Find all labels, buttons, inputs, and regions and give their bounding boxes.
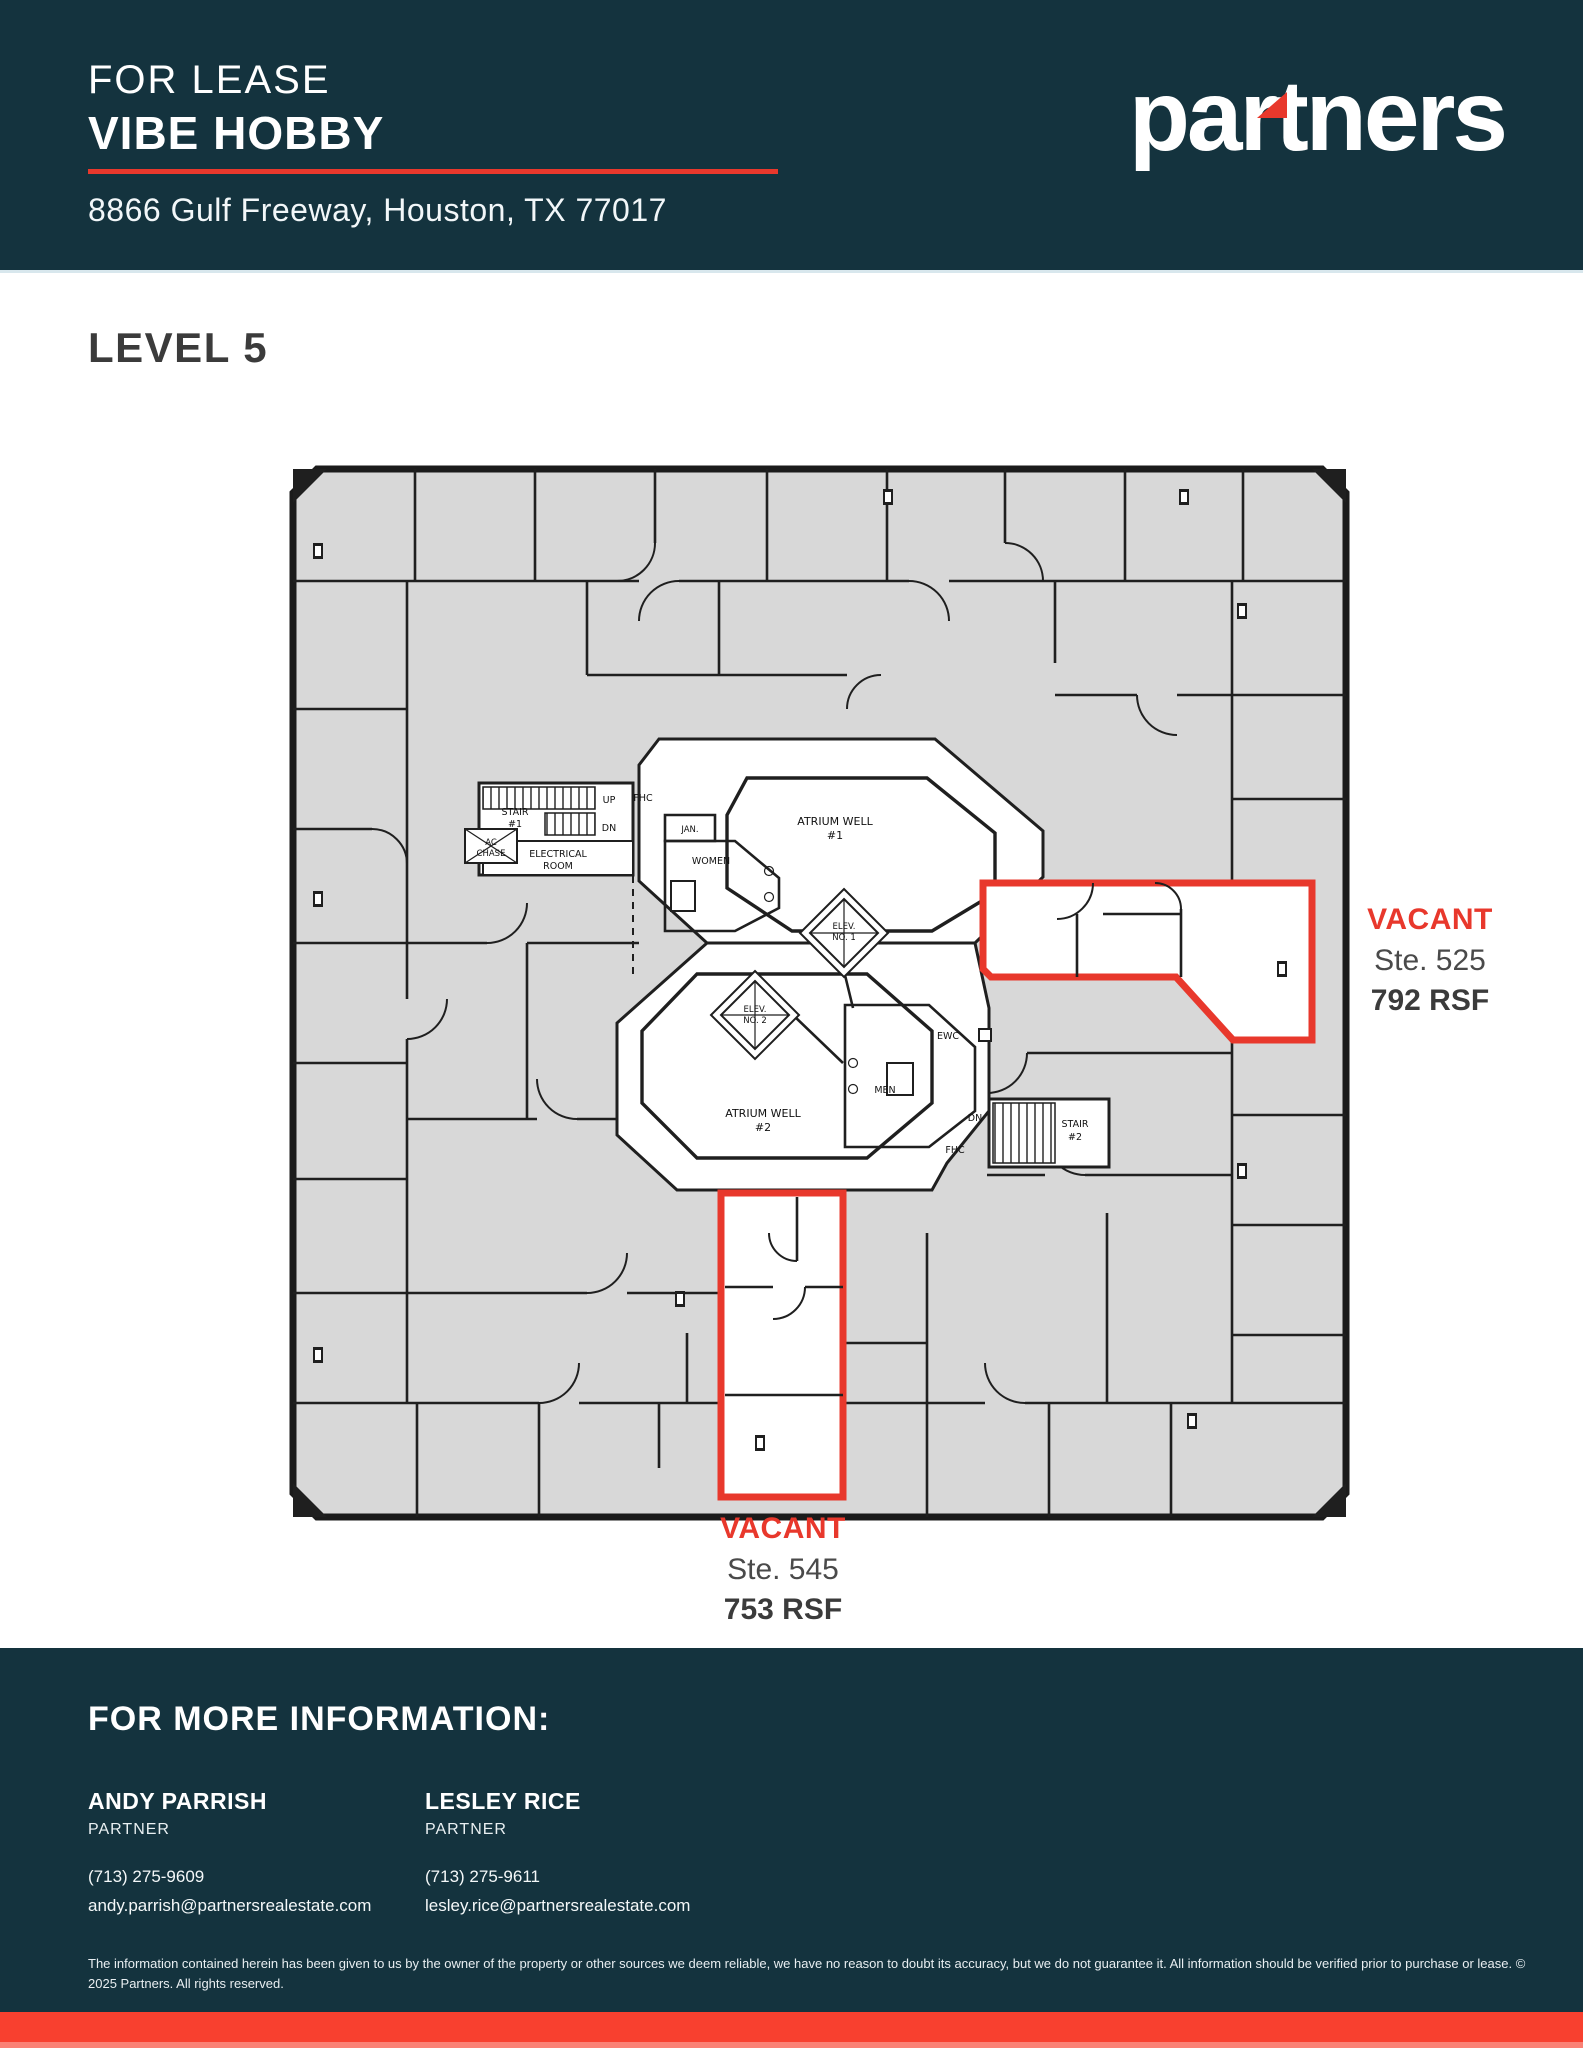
stair-2-run xyxy=(992,1102,1056,1164)
stair-2-label: STAIR xyxy=(1062,1119,1089,1130)
partners-logo-triangle-icon xyxy=(1256,92,1287,118)
corner-notches xyxy=(293,469,1346,1517)
atrium-well-1 xyxy=(725,776,997,933)
suite-525-status: VACANT xyxy=(1367,903,1493,936)
contact-name: LESLEY RICE xyxy=(425,1788,581,1814)
up-label: UP xyxy=(603,795,616,806)
men-fixture-dot xyxy=(847,1057,859,1069)
ewc-label: EWC xyxy=(937,1031,959,1042)
elevator-1-label: ELEV. xyxy=(833,922,856,932)
suite-545-door-arcs xyxy=(768,1232,806,1320)
electrical-room-label-line2: ROOM xyxy=(543,861,573,872)
ewc-fixture xyxy=(978,1028,992,1042)
vacant-suite-525-outline xyxy=(979,879,1316,1044)
bottom-red-bar xyxy=(0,2012,1583,2042)
suite-525-size: 792 RSF xyxy=(1370,984,1490,1017)
suite-525-number: Ste. 525 xyxy=(1374,944,1486,977)
stair-1-run-lower xyxy=(544,812,596,836)
stair-1-run-upper xyxy=(482,786,596,810)
contact-title: PARTNER xyxy=(88,1821,170,1838)
footer-heading: FOR MORE INFORMATION: xyxy=(88,1700,551,1738)
atrium-well-1-label: ATRIUM WELL xyxy=(797,815,873,828)
footer-band: FOR MORE INFORMATION: ANDY PARRISH PARTN… xyxy=(0,1648,1583,2012)
suite-545-size: 753 RSF xyxy=(723,1593,843,1626)
fhc-2-label: FHC xyxy=(945,1145,965,1156)
women-restroom xyxy=(663,839,781,933)
ac-chase-label-line2: CHASE xyxy=(477,849,506,859)
door-frame-glyphs xyxy=(313,489,1287,1451)
suite-545-callout: VACANT Ste. 545 753 RSF xyxy=(683,1512,883,1627)
elevator-2-icon xyxy=(709,969,801,1061)
electrical-room-label: ELECTRICAL xyxy=(529,849,587,860)
janitor-label: JAN. xyxy=(680,825,698,835)
elevator-1-label-line2: NO. 1 xyxy=(832,933,856,943)
atrium-well-2 xyxy=(640,972,934,1160)
men-fixture-dot2 xyxy=(847,1083,859,1095)
suite-525-callout: VACANT Ste. 525 792 RSF xyxy=(1330,903,1530,1018)
atrium-well-2-label-line2: #2 xyxy=(755,1121,771,1134)
header-band: FOR LEASE VIBE HOBBY 8866 Gulf Freeway, … xyxy=(0,0,1583,273)
vacant-suite-545-outline xyxy=(717,1189,847,1501)
women-label: WOMEN xyxy=(692,856,730,867)
atrium-well-1-label-line2: #1 xyxy=(827,829,843,842)
suite-525-door-arcs xyxy=(1056,882,1182,920)
partners-logo-text: partners xyxy=(1128,60,1508,172)
contact-name: ANDY PARRISH xyxy=(88,1788,267,1814)
suite-525-interior-walls xyxy=(1075,909,1183,977)
women-fixture-dot xyxy=(763,865,775,877)
women-fixture-dot2 xyxy=(763,891,775,903)
ac-chase-cross xyxy=(464,828,518,864)
suite-545-number: Ste. 545 xyxy=(727,1553,839,1586)
stair-1-label-line2: #1 xyxy=(508,819,522,830)
stair-1-label: STAIR xyxy=(502,807,529,818)
contact-email[interactable]: lesley.rice@partnersrealestate.com xyxy=(425,1896,691,1915)
property-name: VIBE HOBBY xyxy=(88,107,385,159)
elevator-2-label: ELEV. xyxy=(744,1005,767,1015)
contact-phone: (713) 275-9611 xyxy=(425,1867,540,1886)
men-label: MEN xyxy=(874,1085,895,1096)
level-title: LEVEL 5 xyxy=(88,324,269,371)
elevator-1-icon xyxy=(798,887,890,979)
contact-lesley-rice: LESLEY RICE PARTNER (713) 275-9611 lesle… xyxy=(425,1788,755,1916)
men-restroom xyxy=(843,1003,977,1149)
for-lease-label: FOR LEASE xyxy=(88,58,331,102)
floorplan-labels: STAIR #1 UP FHC DN AC CHASE ELECTRICAL R… xyxy=(477,793,1089,1156)
floorplan: STAIR #1 UP FHC DN AC CHASE ELECTRICAL R… xyxy=(289,465,1350,1521)
suite-545-status: VACANT xyxy=(720,1512,846,1545)
dn-1-label: DN xyxy=(602,823,616,834)
contact-phone: (713) 275-9609 xyxy=(88,1867,205,1886)
stair-2-label-line2: #2 xyxy=(1068,1132,1082,1143)
dn-2-label: DN xyxy=(968,1113,982,1124)
fhc-1-label: FHC xyxy=(633,793,653,804)
elevator-2-label-line2: NO. 2 xyxy=(743,1016,767,1026)
property-address: 8866 Gulf Freeway, Houston, TX 77017 xyxy=(88,192,667,228)
atrium-well-2-label: ATRIUM WELL xyxy=(725,1107,801,1120)
partners-logo: partners xyxy=(1128,60,1508,186)
women-fixture xyxy=(670,880,696,912)
suite-545-interior-walls xyxy=(725,1197,843,1397)
contact-andy-parrish: ANDY PARRISH PARTNER (713) 275-9609 andy… xyxy=(88,1788,418,1916)
contact-email[interactable]: andy.parrish@partnersrealestate.com xyxy=(88,1896,372,1915)
interior-walls xyxy=(293,469,1346,1517)
contact-title: PARTNER xyxy=(425,1821,507,1838)
red-rule xyxy=(88,169,778,174)
bottom-red-sliver xyxy=(0,2042,1583,2048)
disclaimer-text: The information contained herein has bee… xyxy=(88,1956,1526,1992)
ac-chase-label: AC xyxy=(485,838,497,848)
core-diagonals xyxy=(792,970,855,1064)
men-fixture xyxy=(886,1062,914,1096)
